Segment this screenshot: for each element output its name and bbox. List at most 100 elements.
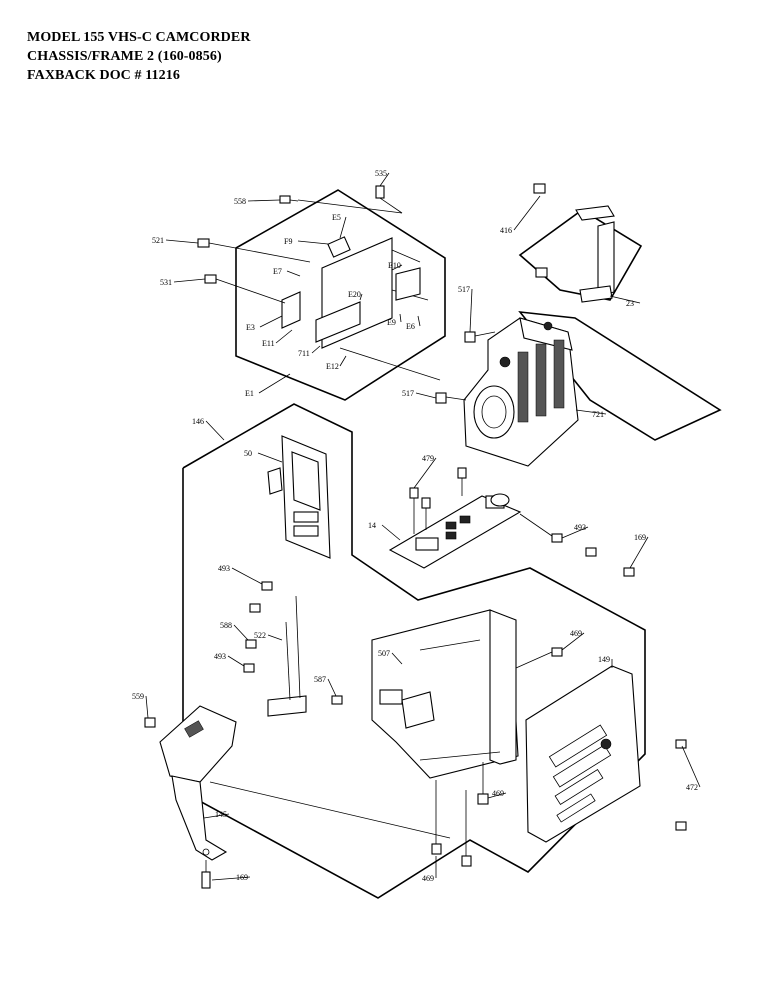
callout-label-517: 517	[402, 389, 414, 398]
leader-line	[209, 781, 451, 839]
callout-label-E10: E10	[388, 261, 401, 270]
callout-label-531: 531	[160, 278, 172, 287]
callout-leader-493	[561, 526, 589, 539]
screw-469-mid	[515, 647, 563, 669]
callout-label-721: 721	[592, 410, 604, 419]
callout-leader-493	[231, 567, 263, 585]
group-416-frame	[518, 209, 643, 301]
callout-label-E1: E1	[245, 389, 254, 398]
callout-label-F9: F9	[284, 237, 292, 246]
callout-label-E20: E20	[348, 290, 361, 299]
callout-leader-E12	[339, 355, 347, 367]
callout-leader-507	[391, 652, 403, 665]
callout-label-169: 169	[634, 533, 646, 542]
front-panel-149	[525, 665, 641, 843]
callout-leader-E1	[258, 373, 291, 394]
callout-label-E7: E7	[273, 267, 282, 276]
screw-517-lower	[435, 392, 467, 404]
chassis-subtitle: CHASSIS/FRAME 2 (160-0856)	[27, 49, 222, 64]
model-title: MODEL 155 VHS-C CAMCORDER	[27, 30, 251, 45]
screw-587	[331, 695, 343, 705]
callout-label-493: 493	[214, 652, 226, 661]
callout-leader-472	[681, 745, 701, 788]
callout-label-558: 558	[234, 197, 246, 206]
bracket-522	[267, 595, 307, 717]
callout-label-416: 416	[500, 226, 512, 235]
callout-leader-50	[257, 452, 283, 463]
callout-leader-E9	[399, 313, 402, 323]
grip-assembly-145	[159, 705, 237, 861]
screw-535	[375, 185, 403, 214]
mechanism-assembly-721	[463, 317, 579, 467]
leader-line	[339, 347, 441, 381]
callout-label-588: 588	[220, 621, 232, 630]
callout-label-587: 587	[314, 675, 326, 684]
callout-leader-23	[609, 295, 641, 304]
callout-label-E12: E12	[326, 362, 339, 371]
screw-558	[279, 195, 403, 214]
callout-leader-14	[381, 524, 401, 541]
screws-493-left	[243, 581, 273, 673]
callout-label-E9: E9	[387, 318, 396, 327]
callout-label-169: 169	[236, 873, 248, 882]
callout-label-493: 493	[574, 523, 586, 532]
callout-leader-169	[629, 536, 649, 569]
bracket-e11	[281, 291, 361, 343]
screw-531	[204, 274, 286, 304]
callout-leader-E6	[417, 315, 421, 327]
control-board-14	[388, 493, 522, 569]
screw-493-right	[519, 513, 563, 543]
screw-416-lower	[535, 267, 548, 278]
callout-leader-469	[487, 792, 507, 799]
callout-leader-E10	[391, 264, 403, 271]
callout-leader-587	[327, 678, 337, 697]
callout-leader-558	[247, 199, 281, 202]
callout-label-469: 469	[570, 629, 582, 638]
callout-label-559: 559	[132, 692, 144, 701]
callout-leader-521	[165, 239, 199, 244]
callout-label-469: 469	[492, 789, 504, 798]
callout-leader-145	[203, 813, 230, 819]
callout-leader-146	[205, 420, 225, 441]
screw-169-bottom	[201, 860, 211, 889]
callout-label-149: 149	[598, 655, 610, 664]
screw-416-upper	[533, 183, 546, 194]
callout-leader-531	[173, 278, 206, 283]
e1-group-frame	[235, 189, 446, 401]
callout-label-517: 517	[458, 285, 470, 294]
callout-label-145: 145	[215, 810, 227, 819]
callout-leader-469	[561, 632, 585, 651]
callout-label-469: 469	[422, 874, 434, 883]
callout-label-521: 521	[152, 236, 164, 245]
callout-leader-F9	[297, 240, 329, 245]
callout-leader-535	[379, 172, 390, 187]
callout-label-146: 146	[192, 417, 204, 426]
callout-label-50: 50	[244, 449, 252, 458]
screw-521	[197, 238, 311, 263]
callout-leader-416	[513, 195, 541, 231]
callout-leader-711	[311, 345, 321, 354]
callout-label-E5: E5	[332, 213, 341, 222]
group-146-frame	[182, 403, 646, 899]
callout-leader-E5	[339, 216, 347, 239]
faxback-doc-number: FAXBACK DOC # 11216	[27, 68, 180, 83]
callout-label-E11: E11	[262, 339, 275, 348]
callout-leader-479	[413, 457, 437, 489]
group-721-frame	[518, 310, 722, 441]
screws-469-bottom	[431, 780, 472, 867]
callout-label-479: 479	[422, 454, 434, 463]
screws-472	[675, 739, 687, 831]
callout-leader-E7	[286, 270, 301, 277]
callout-label-535: 535	[375, 169, 387, 178]
callout-label-14: 14	[368, 521, 376, 530]
callout-label-E6: E6	[406, 322, 415, 331]
callout-label-493: 493	[218, 564, 230, 573]
callout-leader-588	[233, 624, 249, 641]
callout-label-E3: E3	[246, 323, 255, 332]
callout-leader-721	[575, 409, 607, 415]
side-chassis-507	[371, 609, 519, 779]
callout-leader-517	[469, 288, 473, 333]
callout-leader-522	[267, 634, 283, 641]
